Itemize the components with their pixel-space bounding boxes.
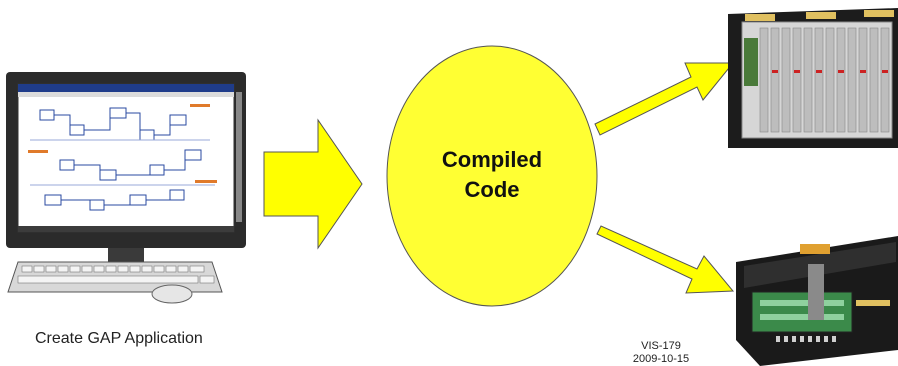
compiled-label-line2: Code bbox=[464, 177, 520, 202]
reference-block: VIS-179 2009-10-15 bbox=[621, 340, 701, 366]
input-arrow bbox=[263, 118, 363, 250]
desktop-computer-icon bbox=[6, 72, 246, 270]
control-rack-icon bbox=[728, 8, 898, 148]
output-arrow-lower bbox=[596, 225, 735, 294]
reference-date: 2009-10-15 bbox=[632, 353, 690, 365]
create-app-caption: Create GAP Application bbox=[35, 330, 203, 347]
mouse-icon bbox=[151, 284, 193, 304]
compiled-label-line1: Compiled bbox=[441, 147, 543, 172]
output-arrow-upper bbox=[594, 62, 735, 136]
reference-id: VIS-179 bbox=[641, 340, 681, 352]
controller-module-icon bbox=[736, 236, 898, 366]
compiled-code-label: Compiled Code bbox=[382, 145, 602, 205]
keyboard-icon bbox=[7, 261, 223, 293]
compiled-code-ellipse bbox=[386, 45, 598, 307]
